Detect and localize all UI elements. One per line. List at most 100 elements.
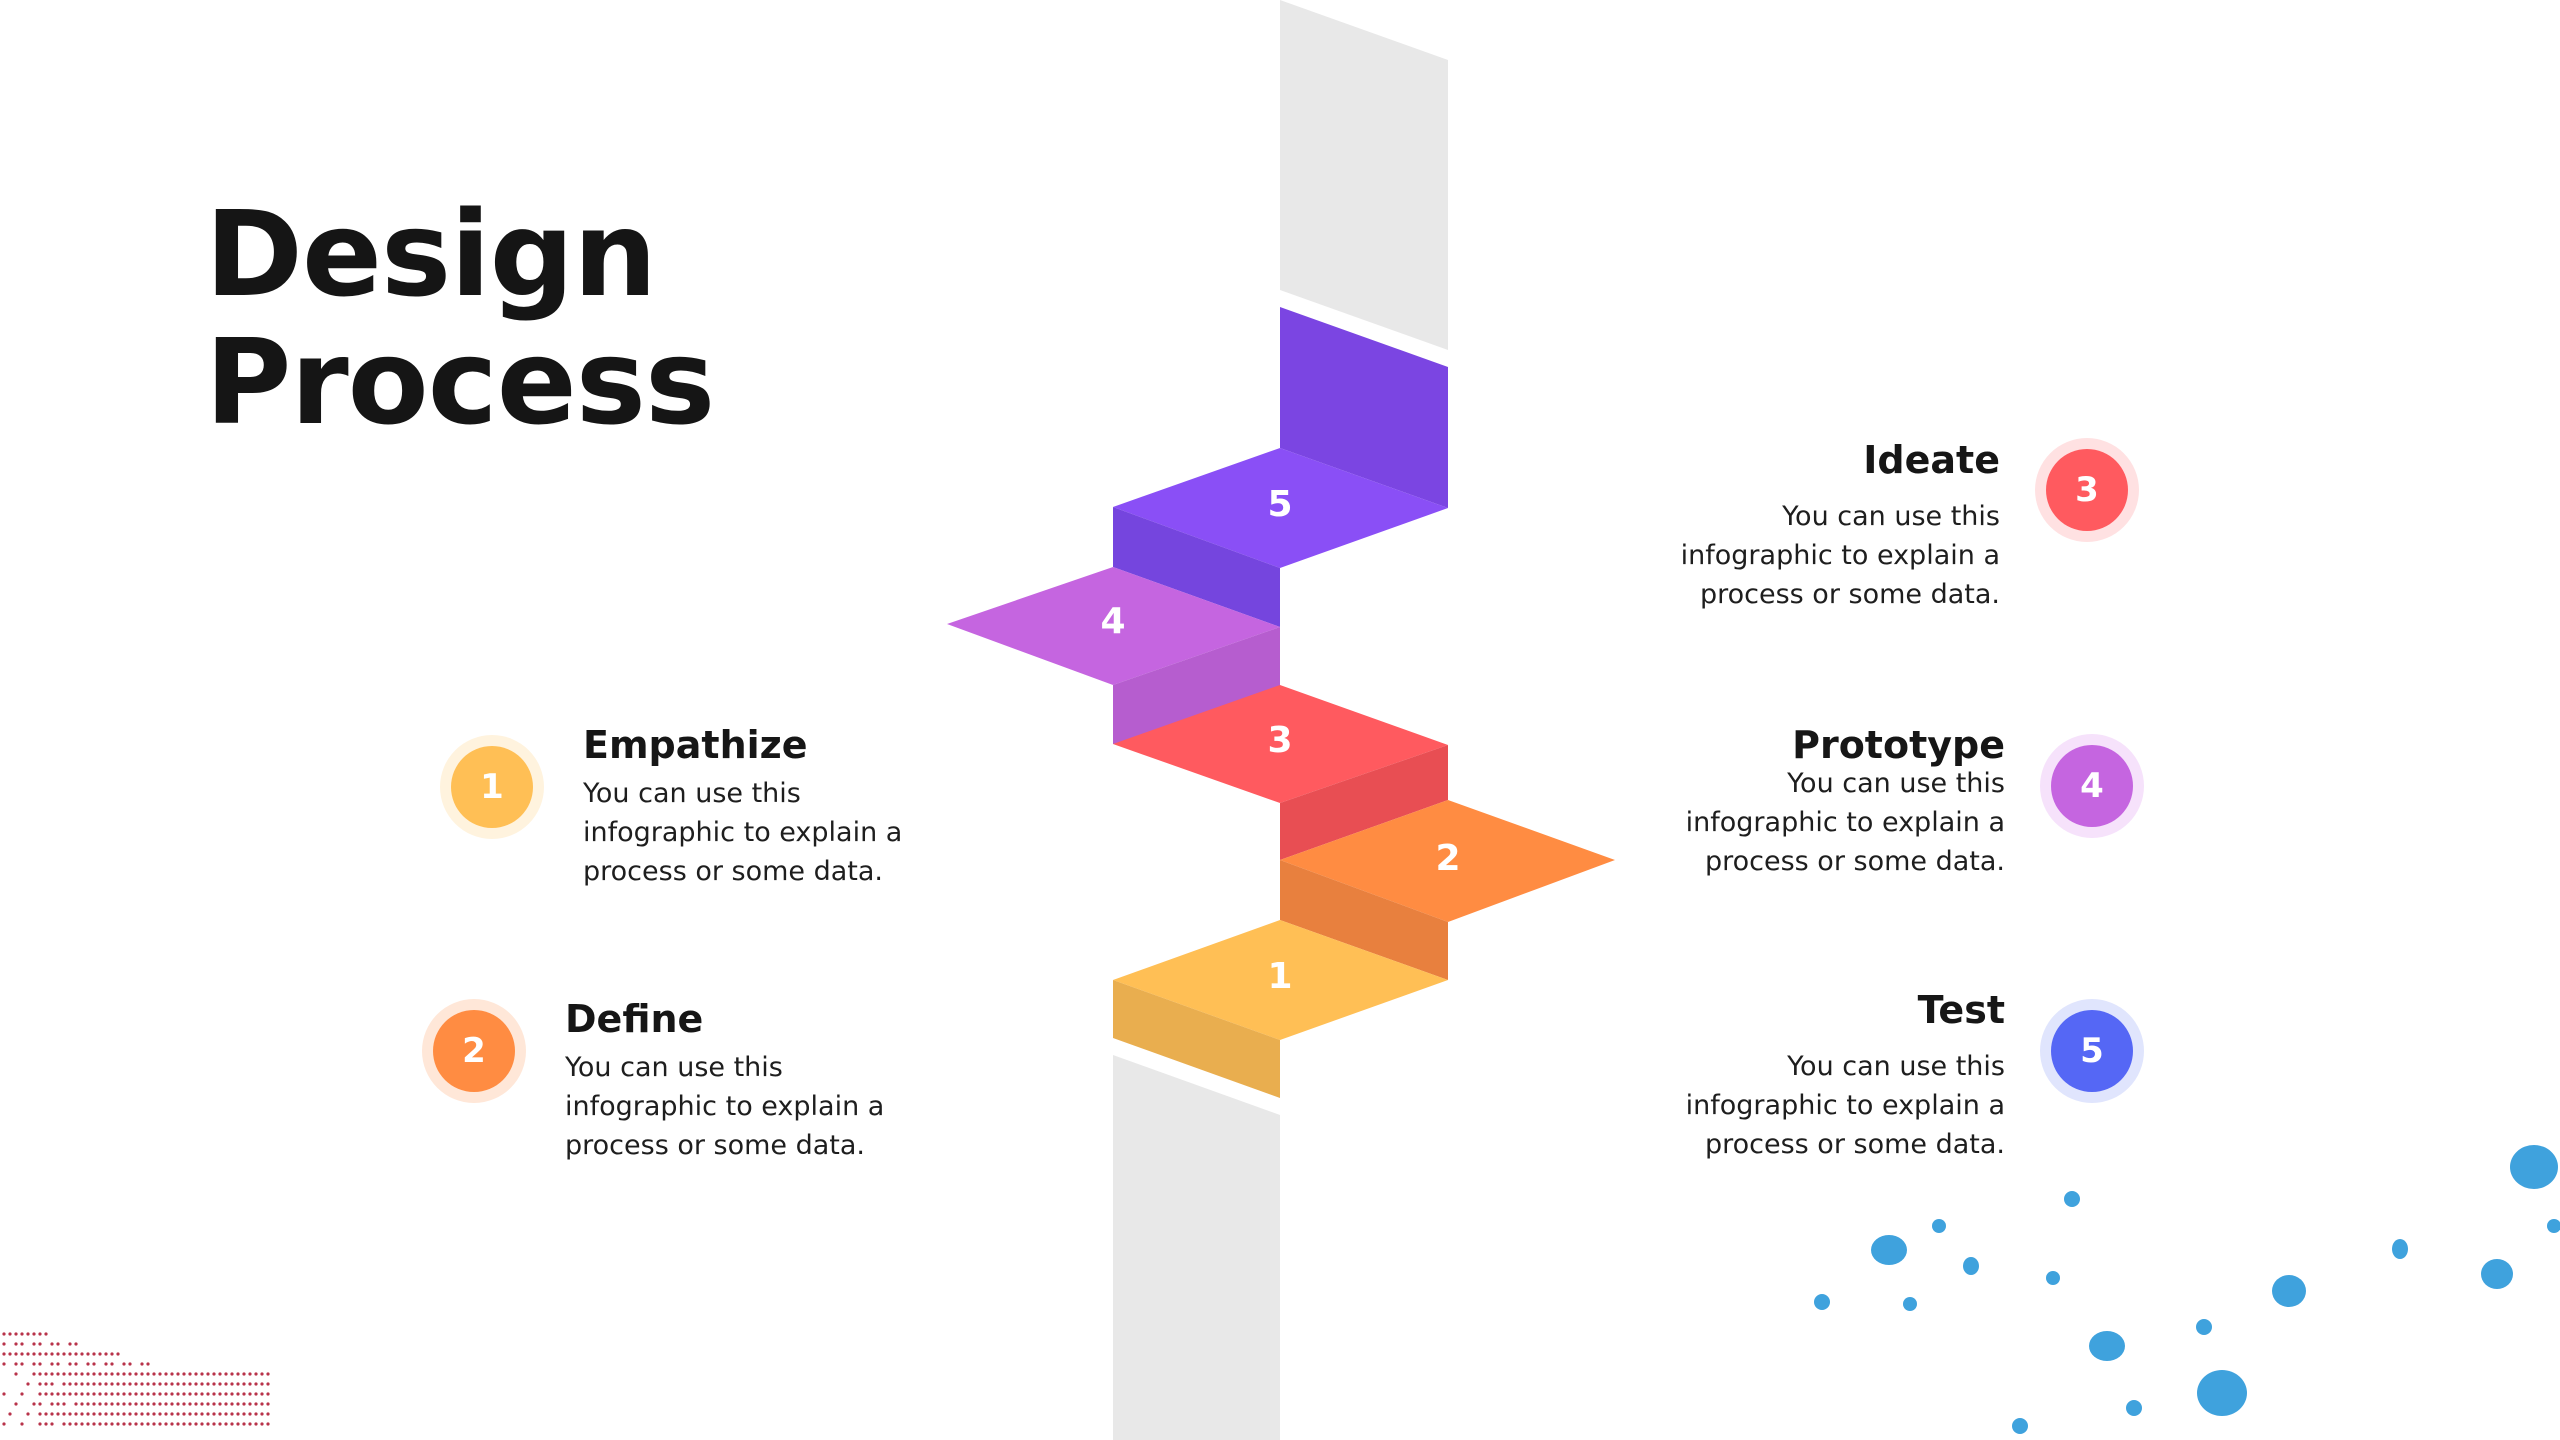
pattern-dot — [98, 1382, 102, 1386]
pattern-dot — [122, 1362, 126, 1366]
pattern-dot — [164, 1382, 168, 1386]
pattern-dot — [146, 1422, 150, 1426]
pattern-dot — [38, 1412, 42, 1416]
pattern-dot — [74, 1342, 78, 1346]
pattern-dot — [44, 1392, 48, 1396]
pattern-dot — [158, 1382, 162, 1386]
pattern-dot — [266, 1422, 270, 1426]
pattern-dot — [38, 1362, 42, 1366]
pattern-dot — [134, 1372, 138, 1376]
pattern-dot — [92, 1352, 96, 1356]
pattern-dot — [260, 1412, 264, 1416]
step-4-badge: 4 — [2040, 734, 2144, 838]
pattern-dot — [74, 1392, 78, 1396]
stair-5-label: 5 — [1267, 484, 1292, 525]
pattern-dot — [224, 1372, 228, 1376]
pattern-dot — [14, 1362, 18, 1366]
pattern-dot — [260, 1382, 264, 1386]
pattern-dot — [92, 1382, 96, 1386]
pattern-dot — [188, 1422, 192, 1426]
pattern-dot — [218, 1422, 222, 1426]
pattern-dot — [170, 1402, 174, 1406]
pattern-dot — [182, 1382, 186, 1386]
pattern-dot — [50, 1352, 54, 1356]
pattern-dot — [32, 1402, 36, 1406]
pattern-dot — [26, 1352, 30, 1356]
pattern-dot — [92, 1392, 96, 1396]
pattern-dot — [116, 1372, 120, 1376]
pattern-dot — [242, 1382, 246, 1386]
pattern-dot — [194, 1402, 198, 1406]
pattern-dot — [266, 1402, 270, 1406]
bottom-pillar — [1113, 1055, 1280, 1440]
pattern-dot — [80, 1392, 84, 1396]
pattern-dot — [2, 1362, 6, 1366]
pattern-dot — [170, 1422, 174, 1426]
pattern-dot — [212, 1422, 216, 1426]
pattern-dot — [146, 1362, 150, 1366]
pattern-dot — [236, 1422, 240, 1426]
pattern-dot — [68, 1342, 72, 1346]
pattern-dot — [266, 1382, 270, 1386]
pattern-dot — [56, 1342, 60, 1346]
step-1-number: 1 — [451, 746, 533, 828]
pattern-dot — [224, 1412, 228, 1416]
pattern-dot — [68, 1412, 72, 1416]
page-title: Design Process — [205, 190, 715, 451]
pattern-dot — [128, 1402, 132, 1406]
pattern-dot — [182, 1392, 186, 1396]
pattern-dot — [110, 1352, 114, 1356]
pattern-dot — [260, 1392, 264, 1396]
pattern-dot — [98, 1422, 102, 1426]
pattern-dot — [224, 1382, 228, 1386]
pattern-dot — [176, 1422, 180, 1426]
step-2-card: Define You can use this infographic to e… — [565, 994, 945, 1165]
pattern-dot — [26, 1412, 30, 1416]
pattern-dot — [260, 1402, 264, 1406]
pattern-dot — [110, 1412, 114, 1416]
top-pillar — [1280, 0, 1448, 350]
pattern-dot — [212, 1372, 216, 1376]
pattern-dot — [218, 1412, 222, 1416]
title-line-2: Process — [205, 313, 715, 451]
pattern-dot — [164, 1412, 168, 1416]
pattern-dot — [2, 1352, 6, 1356]
pattern-dot — [68, 1372, 72, 1376]
pattern-dot — [206, 1422, 210, 1426]
pattern-dot — [248, 1382, 252, 1386]
stair-2-top — [1280, 800, 1615, 922]
pattern-dot — [86, 1362, 90, 1366]
pattern-dot — [194, 1422, 198, 1426]
pattern-dot — [104, 1362, 108, 1366]
pattern-dot — [236, 1392, 240, 1396]
pattern-dot — [122, 1372, 126, 1376]
step-5-badge: 5 — [2040, 999, 2144, 1103]
pattern-dot — [254, 1402, 258, 1406]
pattern-dot — [170, 1372, 174, 1376]
pattern-dot — [206, 1412, 210, 1416]
pattern-dot — [62, 1402, 66, 1406]
pattern-dot — [176, 1402, 180, 1406]
pattern-dot — [236, 1372, 240, 1376]
pattern-dot — [50, 1392, 54, 1396]
pattern-dot — [98, 1392, 102, 1396]
pattern-dot — [212, 1412, 216, 1416]
pattern-dot — [182, 1412, 186, 1416]
pattern-dot — [44, 1422, 48, 1426]
pattern-dot — [14, 1342, 18, 1346]
pattern-dot — [68, 1422, 72, 1426]
pattern-dot — [56, 1392, 60, 1396]
pattern-dot — [188, 1372, 192, 1376]
pattern-dot — [86, 1372, 90, 1376]
pattern-dot — [86, 1402, 90, 1406]
pattern-dot — [128, 1422, 132, 1426]
pattern-dot — [182, 1402, 186, 1406]
pattern-dot — [110, 1392, 114, 1396]
pattern-dot — [56, 1362, 60, 1366]
step-1-heading: Empathize — [583, 723, 808, 767]
stair-3-top — [1113, 685, 1448, 803]
pattern-dot — [140, 1362, 144, 1366]
pattern-dot — [152, 1402, 156, 1406]
step-4-card: Prototype You can use this infographic t… — [1625, 720, 2005, 881]
